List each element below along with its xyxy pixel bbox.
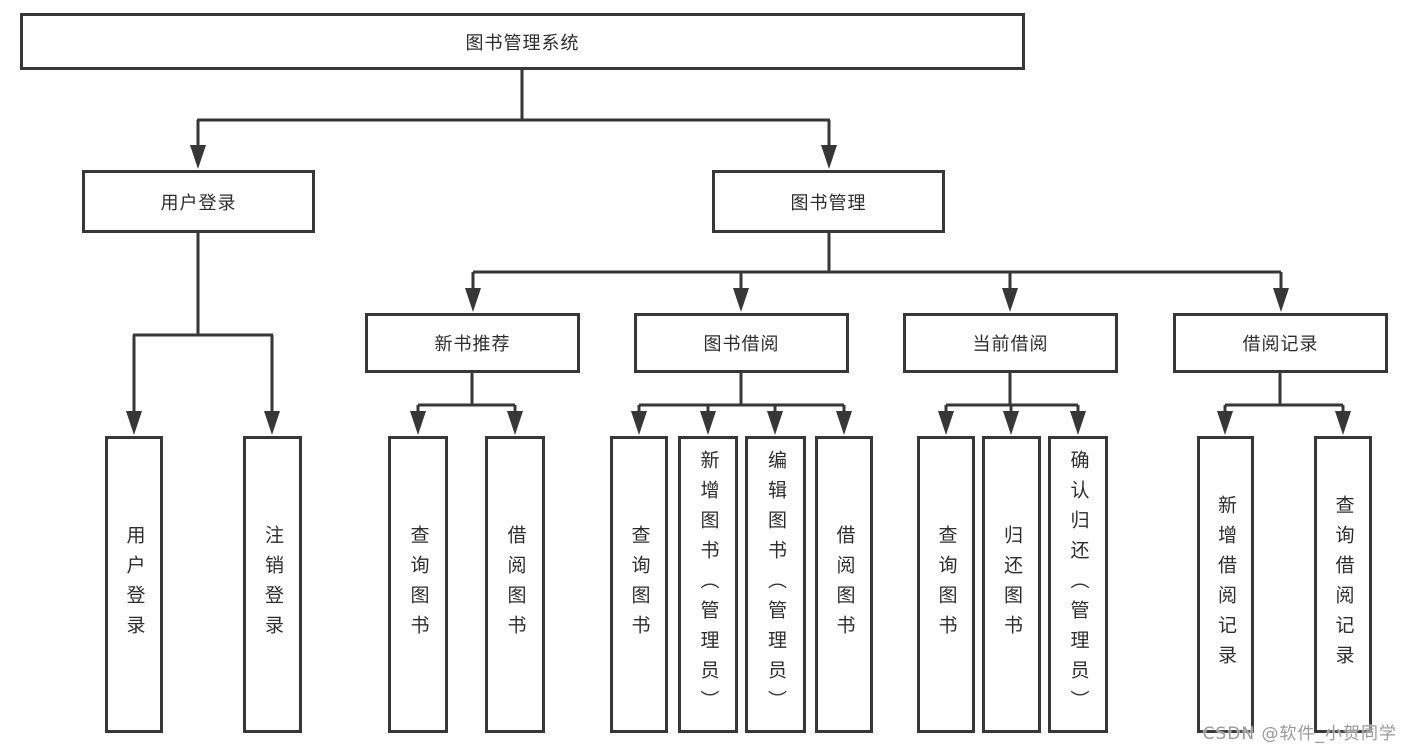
node-user-login: 用户登录 xyxy=(105,436,163,733)
node-confirm-return-admin: 确认归还（管理员） xyxy=(1048,436,1108,733)
node-logout: 注销登录 xyxy=(243,436,302,733)
node-add-books-admin: 新增图书（管理员） xyxy=(678,436,738,733)
node-return-books: 归还图书 xyxy=(982,436,1041,733)
node-query-books-current: 查询图书 xyxy=(917,436,975,733)
node-add-borrow-record: 新增借阅记录 xyxy=(1197,436,1254,733)
node-user-login-branch: 用户登录 xyxy=(82,170,315,233)
node-query-borrow-record: 查询借阅记录 xyxy=(1314,436,1372,733)
node-query-books-borrowing: 查询图书 xyxy=(610,436,668,733)
node-book-management: 图书管理 xyxy=(712,170,945,233)
node-query-books-recommend: 查询图书 xyxy=(388,436,448,733)
node-library-management-system: 图书管理系统 xyxy=(20,13,1025,70)
node-borrow-books: 借阅图书 xyxy=(815,436,873,733)
node-book-borrowing: 图书借阅 xyxy=(634,313,849,373)
node-borrow-books-recommend: 借阅图书 xyxy=(485,436,545,733)
node-new-book-recommendation: 新书推荐 xyxy=(365,313,580,373)
watermark: CSDN @软件_小贺同学 xyxy=(1202,724,1397,744)
node-current-borrowing: 当前借阅 xyxy=(903,313,1118,373)
node-edit-books-admin: 编辑图书（管理员） xyxy=(745,436,806,733)
node-borrowing-records: 借阅记录 xyxy=(1173,313,1388,373)
